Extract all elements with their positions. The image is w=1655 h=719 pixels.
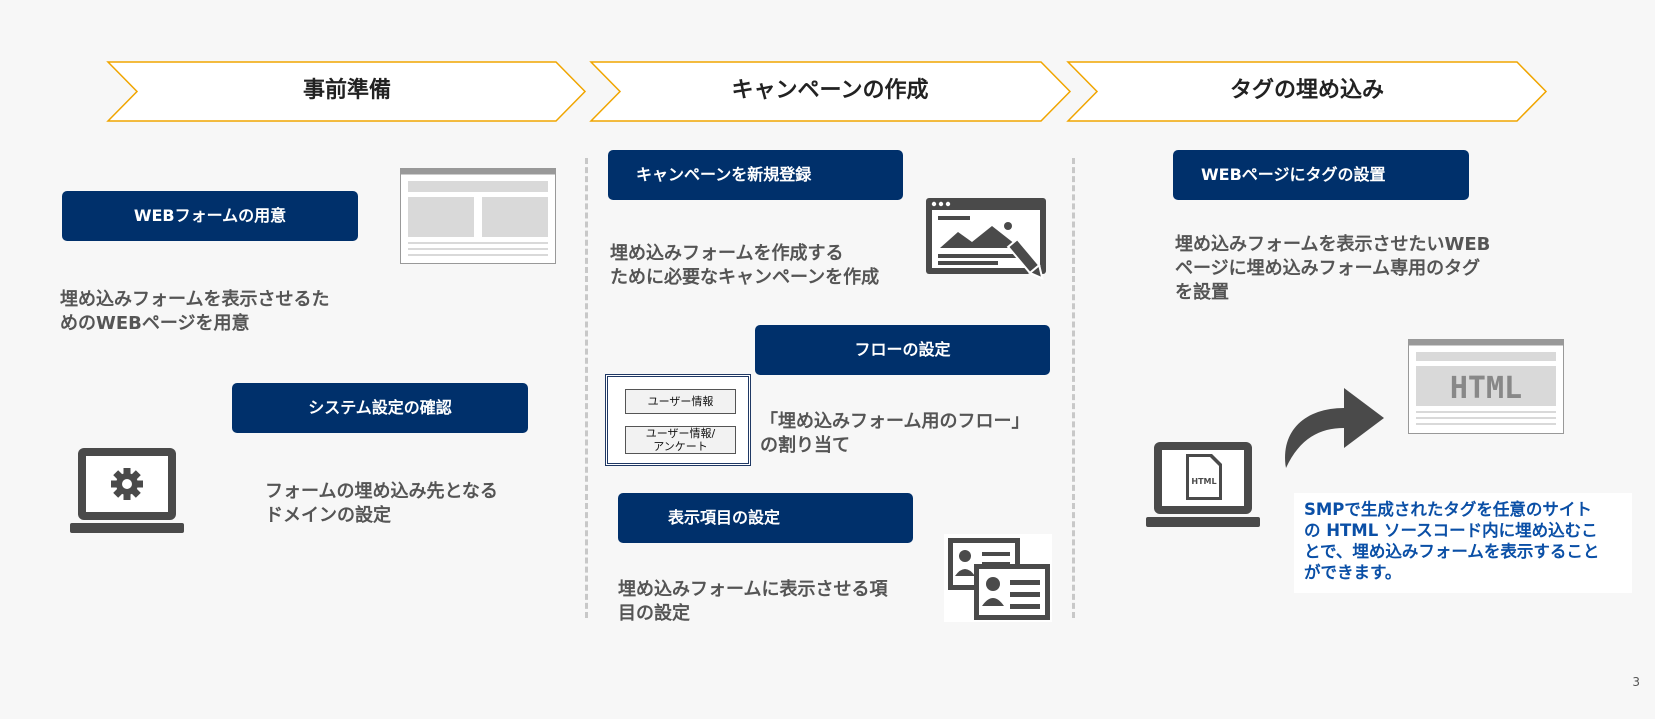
- flow-item-user-survey: ユーザー情報/ アンケート: [625, 426, 736, 454]
- phase-title-tag: タグの埋め込み: [1229, 78, 1384, 103]
- phase-chevron-1: [106, 61, 587, 122]
- divider-2: [1072, 158, 1075, 618]
- laptop-gear-icon: [70, 448, 184, 533]
- file-label: HTML: [1191, 477, 1216, 486]
- phase-chevron-3: [1066, 61, 1548, 122]
- system-settings-button: システム設定の確認: [232, 383, 528, 433]
- flow-settings-button: フローの設定: [755, 325, 1050, 375]
- divider-1: [585, 158, 588, 618]
- page-number: 3: [1632, 675, 1640, 689]
- webform-prep-desc: 埋め込みフォームを表示させるた めのWEBページを用意: [60, 289, 330, 334]
- place-tag-button: WEBページにタグの設置: [1173, 150, 1469, 200]
- tag-note: SMPで生成されたタグを任意のサイト の HTML ソースコード内に埋め込むこ …: [1294, 493, 1632, 593]
- phase-title-campaign: キャンペーンの作成: [731, 78, 929, 103]
- phase-chevron-2: [589, 61, 1072, 122]
- profile-cards-icon: [944, 534, 1052, 622]
- html-page-icon: HTML: [1408, 339, 1564, 434]
- curved-arrow-icon: [1285, 388, 1384, 468]
- place-tag-desc: 埋め込みフォームを表示させたいWEB ページに埋め込みフォーム専用のタグ を設置: [1175, 234, 1491, 303]
- browser-edit-icon: [926, 198, 1046, 280]
- phase-title-prep: 事前準備: [302, 78, 391, 103]
- system-settings-desc: フォームの埋め込み先となる ドメインの設定: [265, 481, 498, 526]
- webform-prep-button: WEBフォームの用意: [62, 191, 358, 241]
- display-items-desc: 埋め込みフォームに表示させる項 目の設定: [618, 579, 888, 624]
- flow-item-user-info: ユーザー情報: [625, 389, 736, 414]
- register-campaign-desc: 埋め込みフォームを作成する ために必要なキャンペーンを作成: [610, 243, 880, 288]
- laptop-html-file-icon: HTML: [1146, 442, 1260, 527]
- flow-diagram: ユーザー情報 ユーザー情報/ アンケート: [605, 374, 751, 466]
- register-campaign-button: キャンペーンを新規登録: [608, 150, 903, 200]
- display-items-button: 表示項目の設定: [618, 493, 913, 543]
- flow-settings-desc: 「埋め込みフォーム用のフロー」 の割り当て: [760, 411, 1030, 456]
- html-label: HTML: [1450, 371, 1522, 406]
- webpage-layout-icon: [400, 168, 556, 264]
